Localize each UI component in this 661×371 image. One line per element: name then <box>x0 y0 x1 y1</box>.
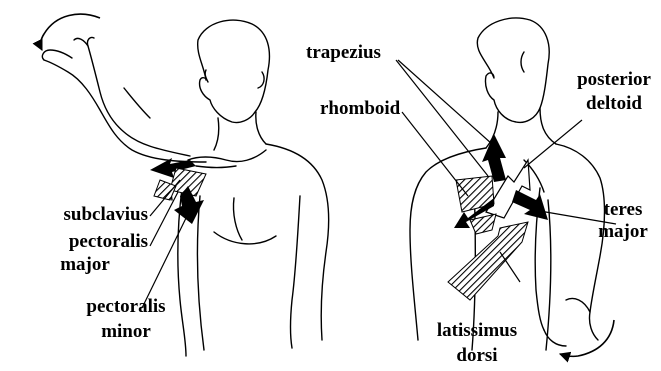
label-teres-major-line2: major <box>588 222 658 242</box>
label-pectoralis-minor-line2: minor <box>56 322 196 342</box>
label-trapezius: trapezius <box>306 43 381 63</box>
label-subclavius: subclavius <box>22 205 148 225</box>
back-muscle-arrows <box>448 134 548 300</box>
label-posterior-deltoid-line1: posterior <box>570 70 658 90</box>
label-pectoralis-major-line2: major <box>22 255 148 275</box>
front-muscle-arrows <box>150 158 206 224</box>
latissimus-dorsi-arrow <box>448 222 528 300</box>
label-rhomboid: rhomboid <box>320 99 400 119</box>
teres-major-arrow <box>512 190 548 220</box>
rotation-arrow-left <box>41 14 100 50</box>
trapezius-arrow <box>482 134 506 182</box>
label-posterior-deltoid-line2: deltoid <box>570 94 658 114</box>
label-pectoralis-minor-line1: pectoralis <box>56 297 196 317</box>
label-latissimus-dorsi-line1: latissimus <box>422 321 532 341</box>
label-pectoralis-major-line1: pectoralis <box>22 232 148 252</box>
label-latissimus-dorsi-line2: dorsi <box>422 346 532 366</box>
label-teres-major-line1: teres <box>588 200 658 220</box>
rotation-arrow-right <box>560 320 614 356</box>
